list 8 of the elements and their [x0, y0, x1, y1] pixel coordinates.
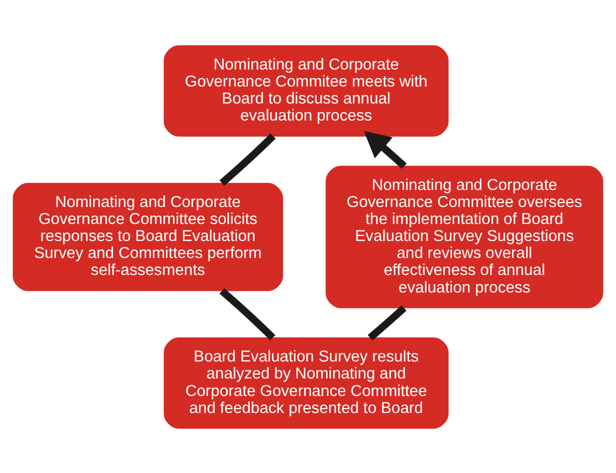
node-box: Nominating and Corporate Governance Committee oversees the implementation of Board Evaluation Survey Suggestions and reviews overall effectiveness of annual evaluation process — [326, 165, 604, 308]
arrow — [364, 130, 407, 168]
node-box: Nominating and Corporate Governance Commitee meets with Board to discuss annual evaluation process — [164, 44, 449, 136]
connector — [368, 304, 407, 340]
node-box: Nominating and Corporate Governance Committee solicits responses to Board Evaluation Survey and Committees perform self-assesments — [12, 182, 284, 291]
node-box: Board Evaluation Survey results analyzed by Nominating and Corporate Governance Committee and feedback presented to Board — [164, 336, 449, 428]
connector — [219, 288, 276, 340]
connector — [220, 132, 276, 186]
